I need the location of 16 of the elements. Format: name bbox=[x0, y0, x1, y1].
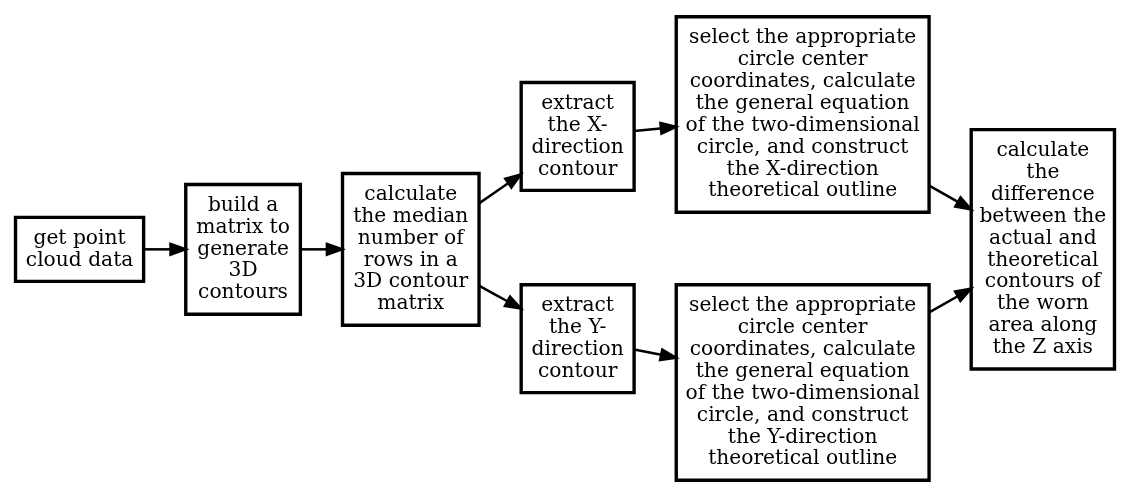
arrow bbox=[478, 284, 525, 310]
arrow bbox=[633, 347, 680, 362]
node-box: calculate the difference between the actual and theoretical contours of the worn area along the Z axis bbox=[969, 127, 1117, 371]
arrow bbox=[634, 120, 680, 136]
node-box: build a matrix to generate 3D contours bbox=[184, 182, 303, 316]
arrow bbox=[143, 241, 190, 256]
node-box: select the appropriate circle center coordinates, calculate the general equation of the two-dimensional circle, and construct the X-direction theoretical outline bbox=[674, 14, 931, 214]
node-box: calculate the median number of rows in a 3D contour matrix bbox=[340, 171, 481, 327]
arrow bbox=[300, 241, 346, 256]
node-box: extract the Y-direction contour bbox=[519, 282, 636, 394]
node-box: select the appropriate circle center coordinates, calculate the general equation of the two-dimensional circle, and construct the Y-direction theoretical outline bbox=[674, 282, 931, 482]
arrow bbox=[929, 286, 975, 313]
arrow bbox=[478, 171, 524, 204]
node-box: extract the X-direction contour bbox=[519, 80, 636, 192]
arrow bbox=[929, 184, 975, 211]
node-box: get point cloud data bbox=[13, 215, 146, 283]
